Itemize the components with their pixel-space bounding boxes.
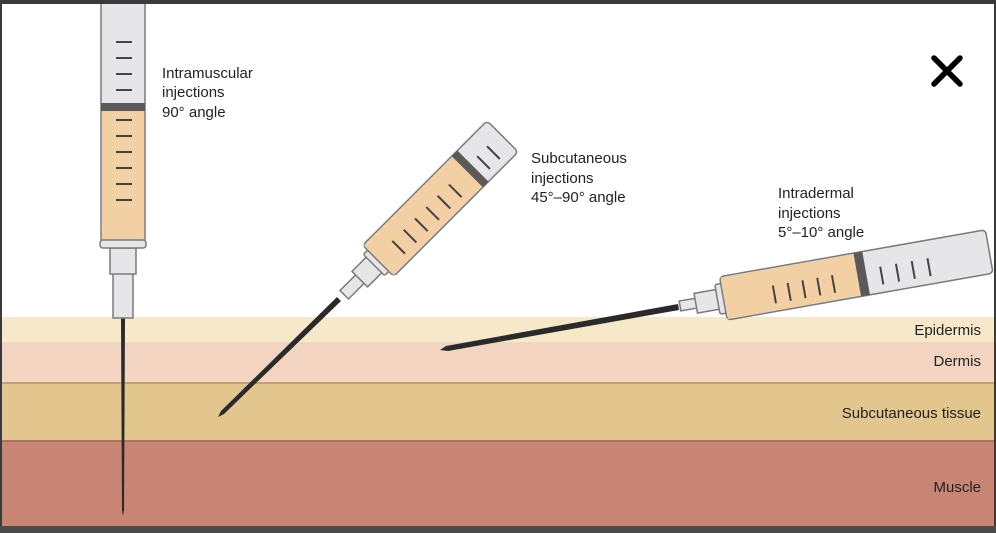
close-icon: [931, 55, 963, 87]
intramuscular-needle: [121, 317, 125, 516]
label-subcutaneous: Subcutaneous injections 45°–90° angle: [531, 150, 627, 206]
subcutaneous-layer: [2, 383, 994, 441]
dermis-layer: [2, 343, 994, 383]
layer-label-subcutaneous: Subcutaneous tissue: [842, 405, 981, 422]
label-intramuscular-line2: injections: [162, 84, 225, 101]
muscle-layer: [2, 441, 994, 526]
label-intradermal-line3: 5°–10° angle: [778, 224, 864, 241]
intradermal-syringe: [440, 229, 994, 351]
intradermal-needle: [440, 304, 679, 351]
subcutaneous-needle: [218, 297, 341, 417]
intramuscular-syringe: [99, 4, 147, 516]
label-intradermal-line2: injections: [778, 205, 841, 222]
image-lightbox: Epidermis Dermis Subcutaneous tissue Mus…: [2, 4, 994, 526]
label-subcutaneous-line1: Subcutaneous: [531, 150, 627, 167]
label-intramuscular-line3: 90° angle: [162, 104, 226, 121]
injection-angles-diagram: Epidermis Dermis Subcutaneous tissue Mus…: [2, 4, 994, 526]
label-intramuscular: Intramuscular injections 90° angle: [162, 65, 253, 121]
label-subcutaneous-line2: injections: [531, 170, 594, 187]
label-intramuscular-line1: Intramuscular: [162, 65, 253, 82]
label-subcutaneous-line3: 45°–90° angle: [531, 189, 626, 206]
label-intradermal-line1: Intradermal: [778, 185, 854, 202]
label-intradermal: Intradermal injections 5°–10° angle: [778, 185, 864, 241]
backdrop-strip: [0, 526, 996, 533]
close-button[interactable]: [928, 52, 966, 90]
layer-label-epidermis: Epidermis: [914, 322, 981, 339]
layer-label-dermis: Dermis: [934, 353, 982, 370]
subcutaneous-syringe: [218, 121, 518, 417]
layer-label-muscle: Muscle: [933, 479, 981, 496]
